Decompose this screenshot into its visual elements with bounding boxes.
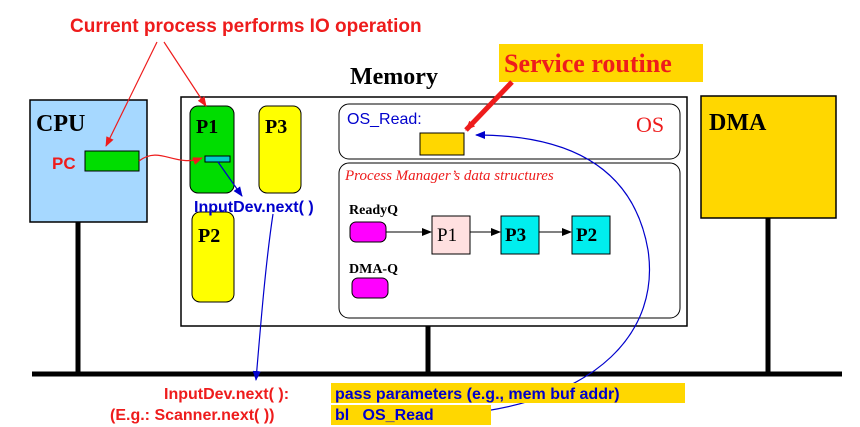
input-dev-call-label: InputDev.next( ) (194, 199, 314, 216)
readyq-node-2 (500, 215, 540, 255)
process-p1-box (189, 105, 235, 194)
pc-to-instruction-arrow (138, 154, 203, 165)
pc-register (84, 150, 140, 172)
process-p3-box (258, 105, 302, 194)
service-routine-label: Service routine (504, 49, 672, 78)
process-p2-box (191, 211, 235, 303)
annotation-arrow-to-pc (105, 41, 158, 147)
code-line1-highlight (331, 383, 685, 403)
readyq-node-1 (431, 215, 471, 255)
os-label: OS (636, 112, 664, 137)
input-dev-function-label: InputDev.next( ): (164, 386, 289, 403)
code-line-1: pass parameters (e.g., mem buf addr) (335, 386, 620, 403)
code-line-2: bl OS_Read (335, 407, 434, 424)
process-p3-label: P3 (265, 116, 287, 138)
readyq-node-1-label: P1 (437, 225, 457, 246)
service-routine-arrow (464, 80, 514, 132)
instruction-to-call-arrow (217, 161, 243, 197)
dmaq-head (351, 277, 389, 299)
annotation-arrow-to-p1 (163, 41, 207, 107)
instruction-marker (204, 155, 231, 163)
pc-label: PC (52, 154, 76, 173)
service-routine-banner (499, 44, 703, 82)
dmaq-label: DMA-Q (349, 262, 398, 277)
title-annotation: Current process performs IO operation (70, 16, 422, 37)
readyq-node-2-label: P3 (505, 225, 526, 246)
readyq-head (349, 221, 387, 243)
cpu-label: CPU (36, 111, 85, 137)
code-line2-highlight (331, 405, 491, 425)
call-to-function-arrow (252, 213, 274, 381)
os-read-routine (419, 132, 465, 156)
readyq-node-3-label: P2 (576, 225, 597, 246)
dma-box (700, 95, 837, 219)
os-read-label: OS_Read: (347, 111, 422, 128)
dma-label: DMA (709, 110, 767, 136)
process-p2-label: P2 (198, 225, 220, 247)
process-manager-title: Process Manager’s data structures (344, 168, 554, 184)
memory-label: Memory (350, 64, 438, 90)
readyq-label: ReadyQ (349, 203, 398, 218)
process-p1-label: P1 (196, 116, 218, 138)
scanner-example-label: (E.g.: Scanner.next( )) (110, 407, 274, 424)
readyq-node-3 (571, 215, 611, 255)
